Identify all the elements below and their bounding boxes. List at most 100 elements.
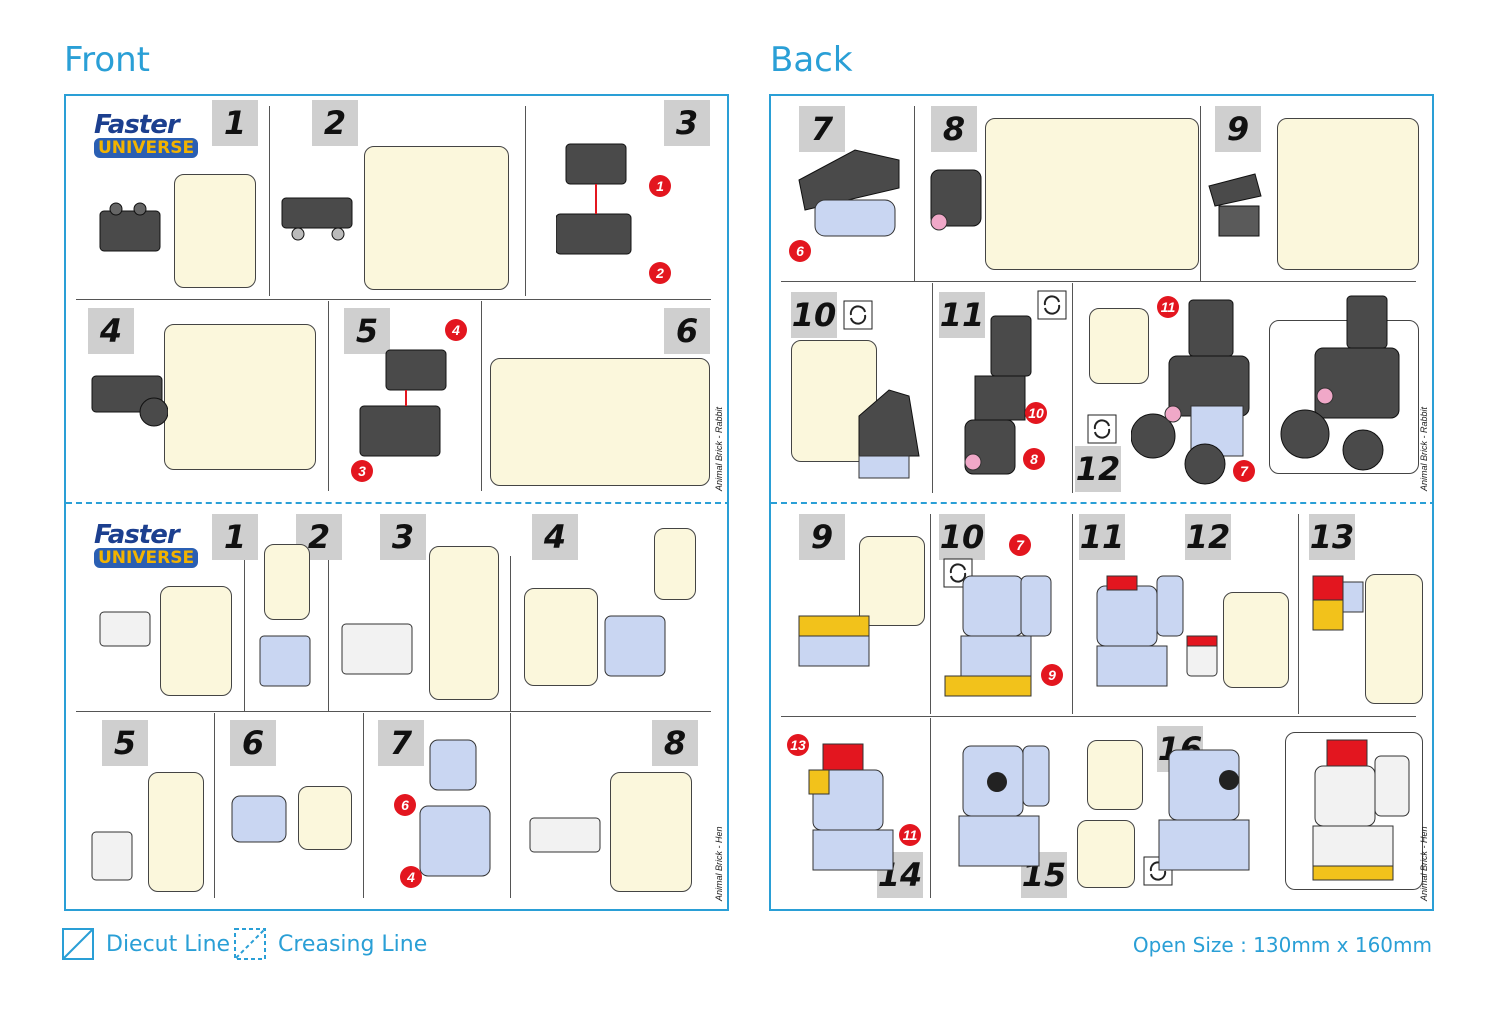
legend-diecut: Diecut Line (62, 928, 230, 960)
brick-illustration (944, 575, 1052, 697)
assembly-box (148, 772, 204, 892)
assembly-box (1223, 592, 1289, 688)
callout-badge: 4 (445, 319, 467, 341)
brick-illustration (604, 615, 666, 677)
brick-illustration (529, 817, 601, 853)
brick-illustration (341, 623, 413, 675)
brick-illustration (359, 349, 447, 457)
step-number: 11 (939, 292, 985, 338)
rotate-icon (1087, 414, 1117, 444)
assembly-box (610, 772, 692, 892)
step-number: 9 (1215, 106, 1261, 152)
callout-badge: 9 (1041, 664, 1063, 686)
callout-badge: 1 (649, 175, 671, 197)
callout-badge: 10 (1025, 402, 1047, 424)
step-number: 10 (791, 292, 837, 338)
front-panel: Faster UNIVERSE 1 2 3 4 5 6 1 2 4 3 Anim… (64, 94, 729, 911)
brick-illustration (419, 739, 491, 877)
divider (363, 713, 364, 898)
callout-badge: 11 (1157, 296, 1179, 318)
divider (932, 283, 933, 493)
assembly-box (1277, 118, 1419, 270)
brick-illustration (798, 615, 870, 667)
divider (1072, 514, 1073, 714)
assembly-box (264, 544, 310, 620)
divider (244, 556, 245, 711)
brick-illustration (1312, 575, 1364, 631)
callout-badge: 3 (351, 460, 373, 482)
brick-illustration (1131, 299, 1250, 485)
brick-illustration (964, 315, 1032, 475)
assembly-box (490, 358, 710, 486)
step-number: 10 (939, 514, 985, 560)
divider (510, 556, 511, 711)
assembly-box (654, 528, 696, 600)
divider (269, 106, 270, 296)
brick-illustration (958, 745, 1050, 867)
creasing-line (66, 502, 727, 504)
callout-badge: 6 (394, 794, 416, 816)
step-number: 5 (102, 720, 148, 766)
creasing-line (771, 502, 1432, 504)
divider (76, 711, 711, 712)
brick-illustration (259, 635, 311, 687)
brick-illustration (556, 143, 632, 255)
assembly-box (1089, 308, 1149, 384)
brick-illustration (798, 149, 900, 237)
step-number: 2 (296, 514, 342, 560)
step-number: 7 (378, 720, 424, 766)
callout-badge: 4 (400, 866, 422, 888)
brick-illustration (1208, 173, 1262, 237)
step-number: 11 (1079, 514, 1125, 560)
step-number: 3 (380, 514, 426, 560)
divider (930, 718, 931, 898)
brick-illustration (808, 743, 894, 871)
divider (76, 299, 711, 300)
assembly-box (174, 174, 256, 288)
open-size-label: Open Size : 130mm x 160mm (1132, 933, 1432, 957)
callout-badge: 11 (899, 824, 921, 846)
assembly-box (985, 118, 1199, 270)
callout-badge: 13 (787, 734, 809, 756)
brick-illustration (930, 169, 982, 231)
divider (328, 301, 329, 491)
legend-label-diecut: Diecut Line (106, 931, 231, 957)
step-number: 4 (88, 308, 134, 354)
callout-badge: 6 (789, 240, 811, 262)
divider (1200, 106, 1201, 281)
step-number: 4 (532, 514, 578, 560)
animal-label: Animal Brick - Rabbit (714, 406, 724, 491)
assembly-box (298, 786, 352, 850)
callout-badge: 7 (1233, 460, 1255, 482)
step-number: 9 (799, 514, 845, 560)
step-number: 7 (799, 106, 845, 152)
brick-illustration (91, 375, 168, 427)
divider (781, 716, 1416, 717)
assembly-box (364, 146, 509, 290)
brick-illustration (1186, 635, 1218, 677)
rotate-icon (843, 300, 873, 330)
divider (510, 713, 511, 898)
divider (930, 514, 931, 714)
brick-illustration (1158, 749, 1250, 871)
brick-illustration (1312, 739, 1410, 881)
assembly-box (524, 588, 598, 686)
step-number: 1 (212, 100, 258, 146)
step-number: 8 (652, 720, 698, 766)
brick-illustration (858, 389, 920, 479)
step-number: 2 (312, 100, 358, 146)
animal-label: Animal Brick - Rabbit (1419, 406, 1429, 491)
brick-illustration (99, 611, 151, 647)
step-number: 6 (664, 308, 710, 354)
creasing-line-icon (234, 928, 266, 960)
step-number: 12 (1075, 446, 1121, 492)
divider (1298, 514, 1299, 714)
assembly-box (859, 536, 925, 626)
brick-illustration (99, 202, 161, 252)
assembly-box (164, 324, 316, 470)
logo-text-universe: UNIVERSE (94, 548, 199, 568)
rotate-icon (1037, 290, 1067, 320)
legend-creasing: Creasing Line (234, 928, 427, 960)
back-panel: 7 8 9 10 11 12 6 11 10 8 7 Animal Brick … (769, 94, 1434, 911)
brick-illustration (1096, 575, 1184, 687)
